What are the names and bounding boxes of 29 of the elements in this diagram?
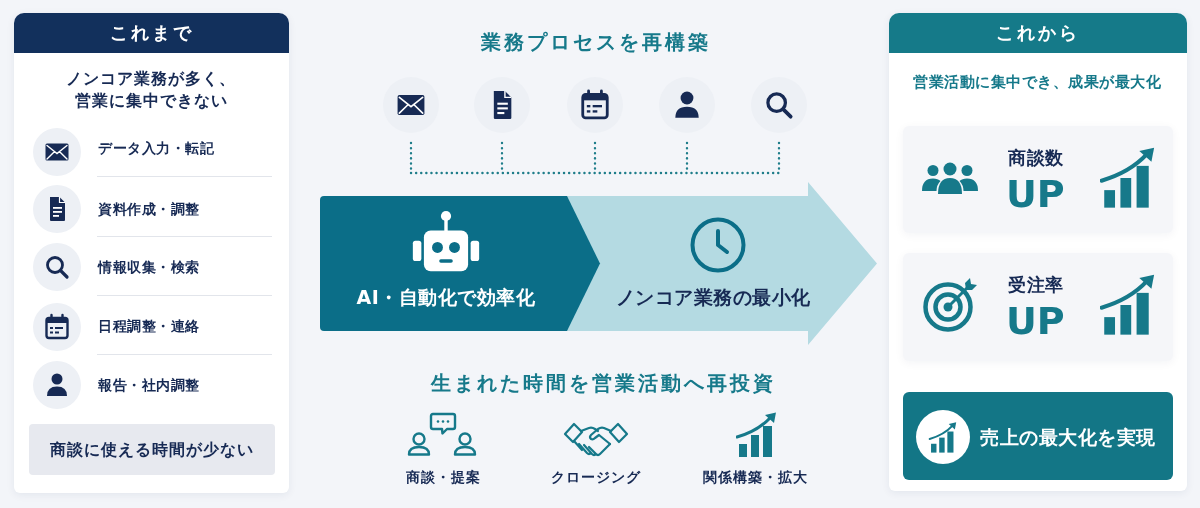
icon-caption: クロージング — [551, 468, 641, 486]
metric-value: UP — [1006, 174, 1065, 214]
icon-caption: 商談・提案 — [405, 468, 481, 486]
list-item: データ入力・転記 — [98, 139, 214, 157]
section-heading: 業務プロセスを再構築 — [481, 29, 711, 55]
list-item: 情報収集・検索 — [98, 258, 200, 276]
header-band: これまで — [14, 13, 289, 53]
metric-label: 商談数 — [1008, 147, 1064, 169]
box-text: 売上の最大化を実現 — [980, 425, 1156, 449]
metric-label: 受注率 — [1008, 274, 1064, 296]
chevron-shape — [320, 196, 601, 331]
metric-card — [903, 126, 1173, 233]
arrow-label: AI・自動化で効率化 — [356, 285, 536, 309]
metric-card — [903, 253, 1173, 361]
arrow-label: ノンコア業務の最小化 — [615, 285, 811, 309]
list-item: 報告・社内調整 — [98, 376, 200, 394]
panel-subtitle: ノンコア業務が多く、営業に集中できない — [65, 68, 237, 112]
section-heading: 生まれた時間を営業活動へ再投資 — [430, 370, 776, 396]
note-box: 商談に使える時間が少ない — [29, 424, 275, 475]
icon-caption: 関係構築・拡大 — [702, 468, 808, 486]
metric-value: UP — [1006, 301, 1065, 341]
list-item: 資料作成・調整 — [98, 200, 200, 218]
result-box — [903, 392, 1173, 480]
list-item: 日程調整・連絡 — [98, 317, 200, 335]
header-band: これから — [889, 13, 1187, 53]
panel-card — [889, 13, 1187, 491]
panel-card — [14, 13, 289, 493]
arrow-shape — [565, 182, 877, 345]
panel-subtitle: 営業活動に集中でき、成果が最大化 — [913, 72, 1161, 92]
